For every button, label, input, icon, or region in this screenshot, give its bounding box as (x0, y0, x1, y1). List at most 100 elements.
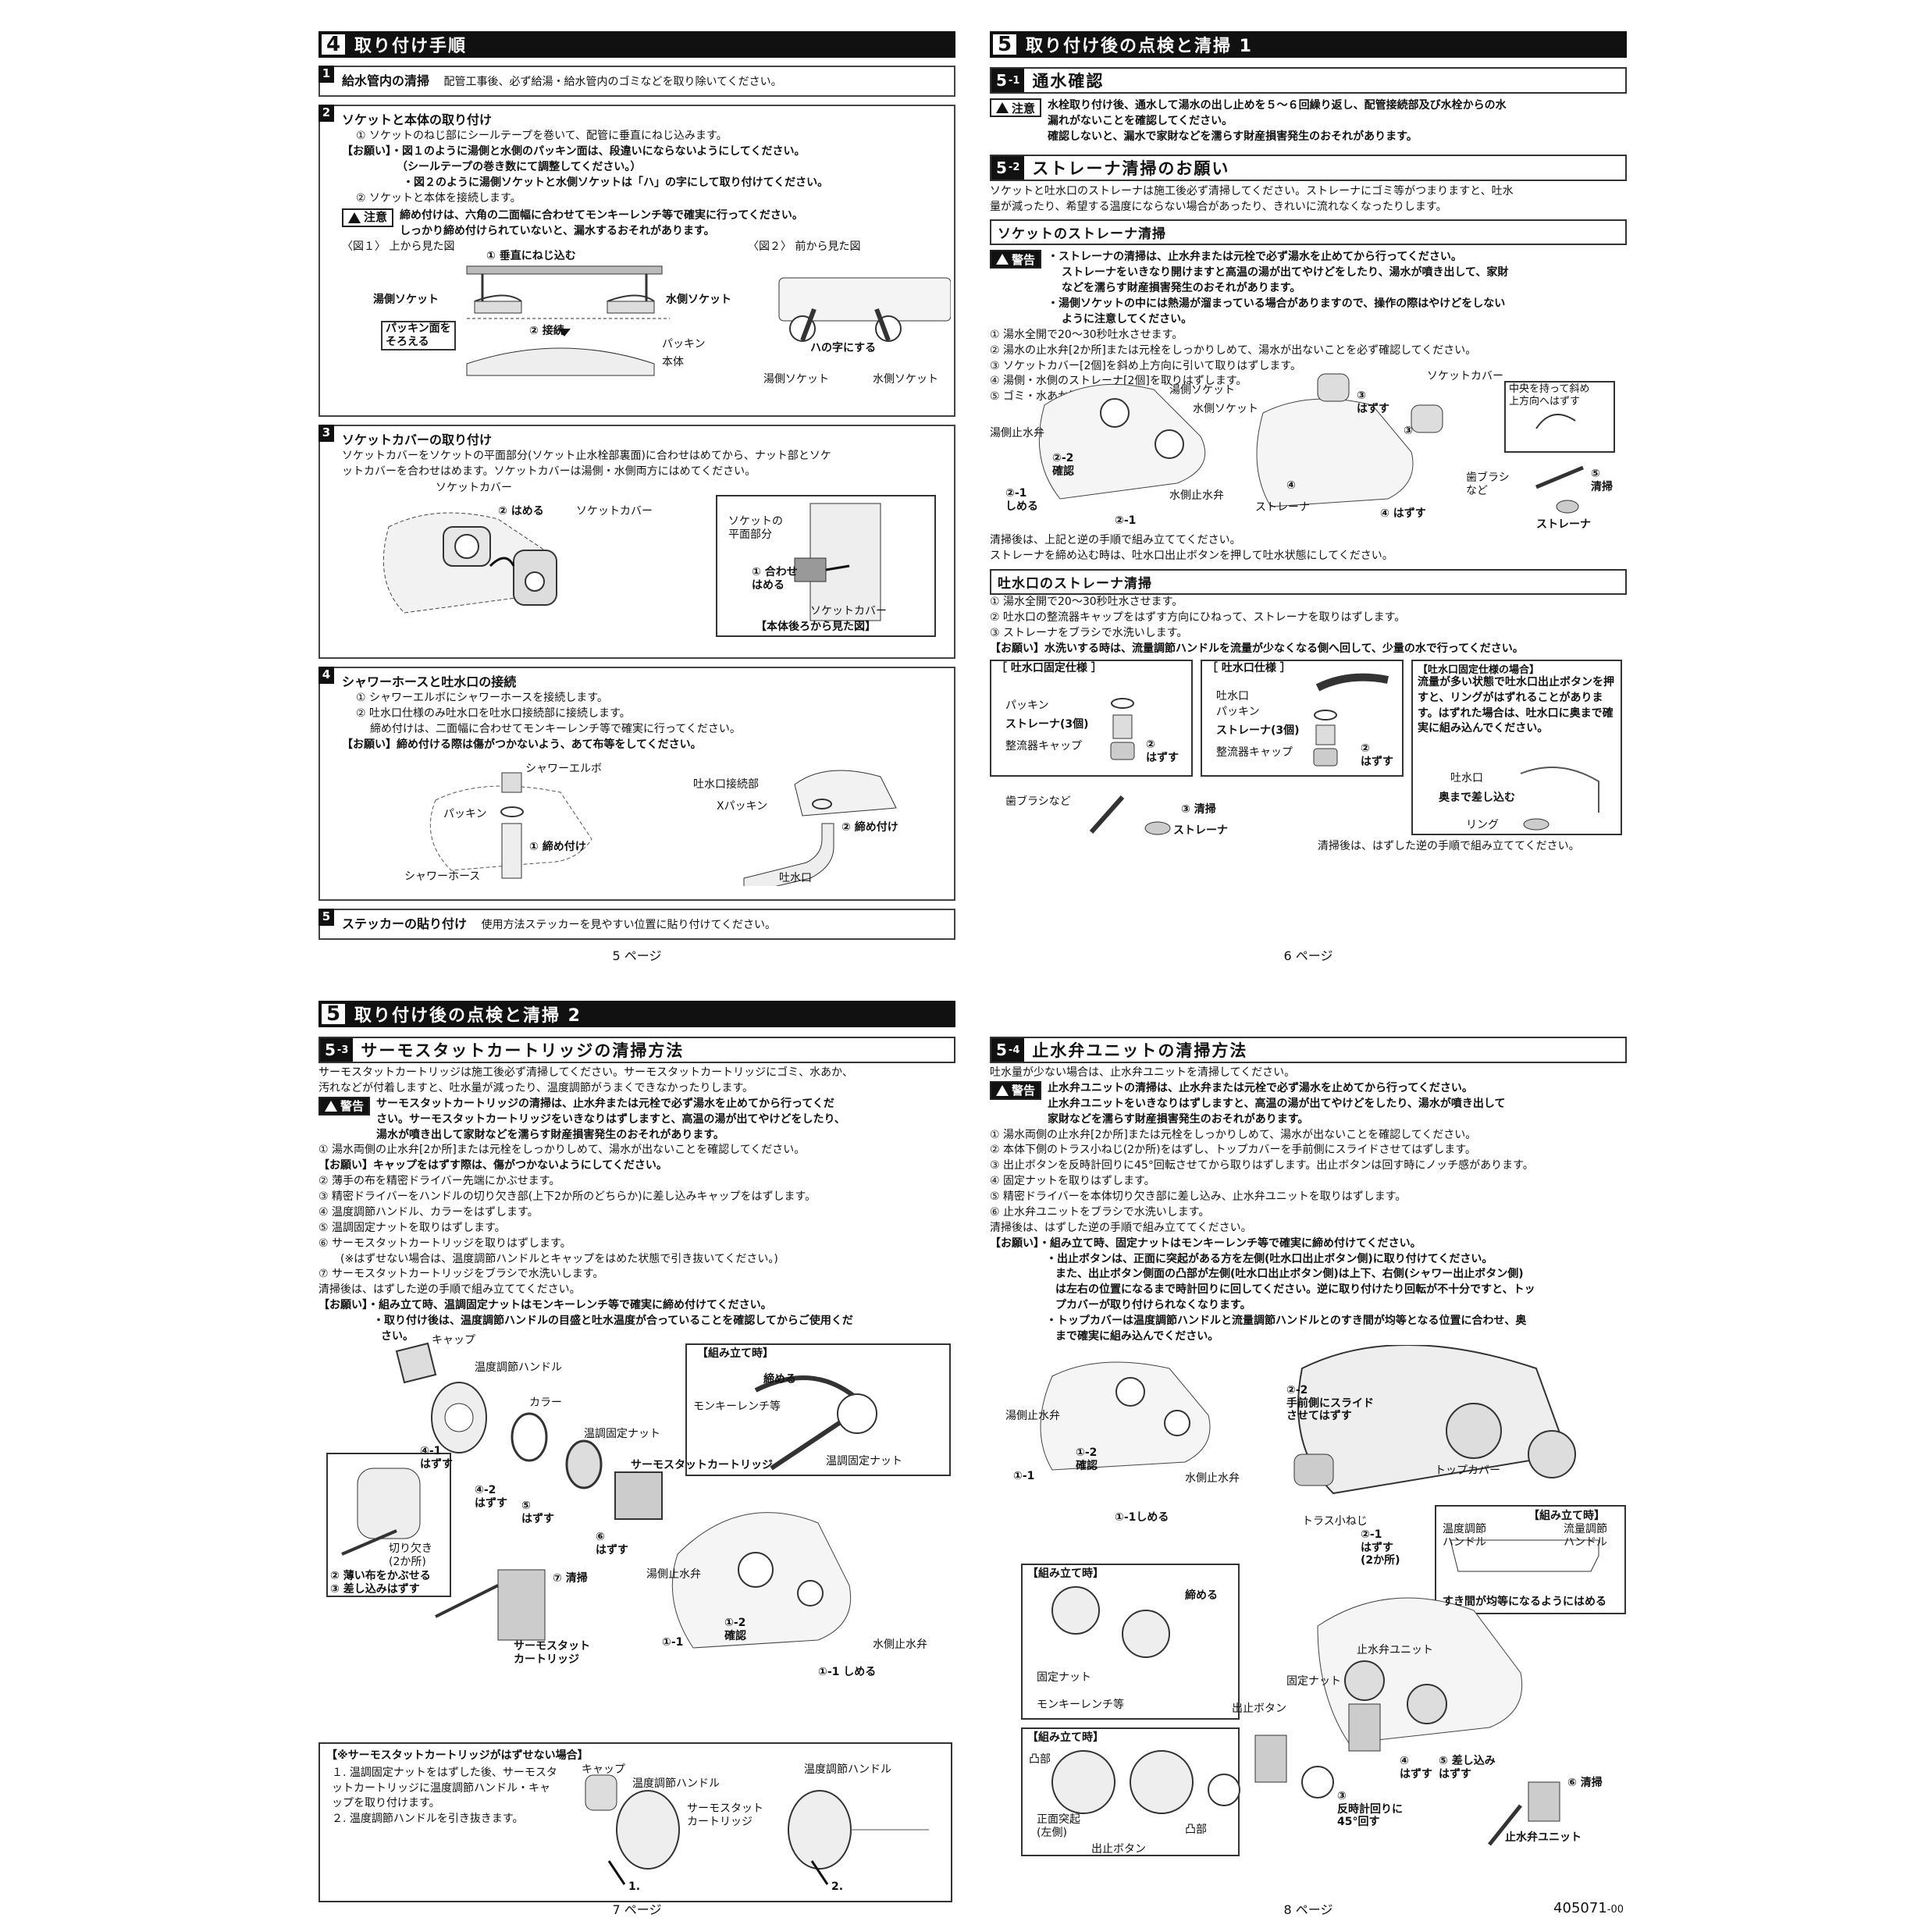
assembly-box-2 (1021, 1563, 1240, 1720)
step-3-box: 3 ソケットカバーの取り付け ソケットカバーをソケットの平面部分(ソケット止水栓… (318, 425, 955, 659)
figure-label: 固定ナット (1286, 1674, 1341, 1688)
instruction: ⑥ サーモスタットカートリッジを取りはずします。 (318, 1236, 571, 1250)
subsection-5-3: 5-3 サーモスタットカートリッジの清掃方法 (318, 1037, 955, 1063)
instruction: ① シャワーエルボにシャワーホースを接続します。 (356, 692, 608, 705)
figure-label: 湯側止水弁 (990, 427, 1044, 440)
cap-removal-box (326, 1452, 451, 1597)
instruction: ④ 温度調節ハンドル、カラーをはずします。 (318, 1205, 539, 1219)
instruction: ⑦ サーモスタットカートリッジをブラシで水洗いします。 (318, 1268, 604, 1281)
note-body: 流量が多い状態で吐水口出止ボタンを押すと、リングがはずれることがあります。はずれ… (1418, 676, 1614, 735)
figure-label: カラー (529, 1396, 562, 1409)
instruction: ① 湯水両側の止水弁[2か所]または元栓をしっかりしめて、湯水が出ないことを確認… (318, 1144, 806, 1157)
figure-label: 凸部 (1185, 1823, 1207, 1836)
instruction: ② 吐水口の整流器キャップをはずす方向にひねって、ストレーナを取りはずします。 (990, 610, 1406, 624)
figure-label: ② はめる (498, 505, 544, 518)
figure-label: 止水弁ユニット (1505, 1831, 1582, 1844)
instruction: ④ 固定ナットを取りはずします。 (990, 1175, 1155, 1188)
figure-label: 本体 (662, 356, 684, 369)
step-title: 給水管内の清掃 (342, 73, 430, 88)
page-number: 6 ページ (1283, 948, 1333, 963)
figure-label: サーモスタットカートリッジ (631, 1458, 773, 1471)
fixed-spout-note-box (1411, 660, 1622, 836)
thermo-cartridge-illustration (341, 1342, 877, 1649)
figure-label: 締める (763, 1372, 796, 1386)
figure-socket-cover: ソケットカバー ② はめる ソケットカバー ソケットの 平面部分 ① 合わせ は… (342, 480, 946, 644)
figure-label: ②-2 確認 (1052, 452, 1074, 478)
figure-label: 湯側止水弁 (646, 1567, 701, 1581)
request: 【お願い】・組み立て時、固定ナットはモンキーレンチ等で確実に締め付けてください。 (990, 1236, 1421, 1250)
socket-cover-illustration (382, 495, 936, 638)
after-text: 清掃後は、はずした逆の手順で組み立ててください。 (1318, 840, 1580, 853)
figure-label: 水側ソケット (873, 373, 938, 386)
figure-label: 吐水口 (1450, 772, 1483, 785)
warning-triangle-icon (325, 1100, 337, 1112)
figure-label: ①-1 (1013, 1469, 1035, 1482)
step-title: ソケットと本体の取り付け (342, 112, 493, 127)
figure-label: ④ はずす (1400, 1754, 1432, 1781)
figure-label: 温調固定ナット (826, 1454, 902, 1468)
warning-triangle-icon (996, 254, 1009, 265)
caution-text: 締め付けは、六角の二面幅に合わせてモンキーレンチ等で確実に行ってください。 (400, 208, 803, 222)
figure-label: ストレーナ(3個) (1216, 724, 1300, 738)
instruction: ③ ソケットカバー[2個]を斜め上方向に引いて取りはずします。 (990, 359, 1302, 372)
intro-text: サーモスタットカートリッジは施工後必ず清掃してください。サーモスタットカートリッ… (318, 1066, 853, 1079)
figure-label: 水側止水弁 (1185, 1471, 1240, 1485)
figure-label: ② はずす (1361, 742, 1393, 769)
figure-spout-strainer: ［ 吐水口固定仕様 ］ パッキン ストレーナ(3個) 整流器キャップ ② はずす… (990, 656, 1627, 852)
subsection-title: サーモスタットカートリッジの清掃方法 (361, 1041, 685, 1060)
request: さい。 (381, 1329, 414, 1343)
subsection-5-1: 5-1 通水確認 (990, 67, 1627, 94)
intro-text: 汚れなどが付着しますと、吐水量が減ったり、温度調節がうまくできなかったりします。 (318, 1081, 754, 1094)
figure-label: ② 接続 (529, 325, 564, 338)
figure-label: ②-1 しめる (1005, 487, 1038, 513)
figure-label: ① 締め付け (529, 840, 586, 853)
figure-label: ストレーナ(3個) (1005, 718, 1089, 731)
figure-label: 2. (831, 1880, 844, 1893)
figure-label: 湯側ソケット (763, 373, 829, 386)
figure-label: ②-1 はずす (2か所) (1361, 1528, 1400, 1567)
socket-diagram-illustration (466, 265, 951, 376)
figure-label: ソケットカバー (810, 605, 887, 618)
instruction: 締め付けは、二面幅に合わせてモンキーレンチ等で確実に行ってください。 (370, 723, 741, 736)
subsection-tag: 5-1 (991, 69, 1025, 92)
box-heading: ［ 吐水口仕様 ］ (1207, 662, 1291, 675)
figure-label: ④ はずす (1380, 507, 1426, 521)
step-title: シャワーホースと吐水口の接続 (342, 674, 517, 689)
step-1-box: 1 給水管内の清掃 配管工事後、必ず給湯・給水管内のゴミなどを取り除いてください… (318, 66, 955, 97)
step-number: 2 (318, 105, 334, 122)
request: は左右の位置になるまで時計回りに回してください。逆に取り付けたり回転が不十分です… (1055, 1283, 1535, 1297)
figure-label: ①-1しめる (1115, 1510, 1169, 1524)
figure-label: ストレーナ (1536, 518, 1591, 532)
box-heading: 【※サーモスタットカートリッジがはずせない場合】 (326, 1749, 589, 1762)
figure-label: 固定ナット (1037, 1670, 1091, 1684)
instruction: ③ 出止ボタンを反時計回りに45°回転させてから取りはずします。出止ボタンは回す… (990, 1159, 1534, 1172)
cartridge-stuck-illustration (585, 1774, 929, 1885)
instruction: ① 湯水全開で20〜30秒吐水させます。 (990, 328, 1183, 341)
figure-label: ④-1 はずす (420, 1444, 453, 1471)
figure-label: 整流器キャップ (1216, 746, 1293, 760)
figure-label: パッキン (443, 807, 487, 820)
instruction: ② 湯水の止水弁[2か所]または元栓をしっかりしめて、湯水が出ないことを必ず確認… (990, 343, 1477, 357)
figure-label: Xパッキン (717, 799, 768, 813)
intro-text: ソケットと吐水口のストレーナは施工後必ず清掃してください。ストレーナにゴミ等がつ… (990, 184, 1514, 197)
warning-text: ストレーナをいきなり開けますと高温の湯が出てやけどをしたり、湯水が噴き出して、家… (1062, 266, 1509, 279)
instruction: ③ ストレーナをブラシで水洗いします。 (990, 626, 1188, 639)
warning-text: さい。サーモスタットカートリッジをいきなりはずしますと、高温の湯が出てやけどをし… (376, 1112, 845, 1126)
thermo-warning: 警告 サーモスタットカートリッジの清掃は、止水弁または元栓で必ず湯水を止めてから… (318, 1096, 955, 1144)
section-title: 取り付け後の点検と清掃 2 (354, 1006, 582, 1026)
figure-label: ② 薄い布をかぶせる ③ 差し込みはずす (330, 1569, 431, 1596)
warning-text: 止水弁ユニットの清掃は、止水弁または元栓で必ず湯水を止めてから行ってください。 (1048, 1081, 1473, 1094)
intro-text: 吐水量が少ない場合は、止水弁ユニットを清掃してください。 (990, 1066, 1296, 1079)
page-8: 5-4 止水弁ユニットの清掃方法 吐水量が少ない場合は、止水弁ユニットを清掃して… (990, 1001, 1627, 1918)
figure-caption: 〈図２〉 前から見た図 (748, 240, 861, 254)
caution-text: 水栓取り付け後、通水して湯水の出し止めを５〜６回繰り返し、配管接続部及び水栓から… (1048, 99, 1507, 112)
water-check-caution: 注意 水栓取り付け後、通水して湯水の出し止めを５〜６回繰り返し、配管接続部及び水… (990, 98, 1627, 145)
subsection-5-2: 5-2 ストレーナ清掃のお願い (990, 154, 1627, 181)
figure-label: 出止ボタン (1091, 1842, 1146, 1856)
figure-label: 温度調節ハンドル (475, 1361, 562, 1374)
figure-label: ② 締め付け (841, 820, 898, 834)
box-heading: ［ 吐水口固定仕様 ］ (996, 662, 1102, 675)
warning-text: 湯水が噴き出して家財などを濡らす財産損害発生のおそれがあります。 (376, 1128, 724, 1141)
figure-label: ①-2 確認 (724, 1616, 746, 1642)
instruction: ⑤ 温調固定ナットを取りはずします。 (318, 1221, 506, 1234)
